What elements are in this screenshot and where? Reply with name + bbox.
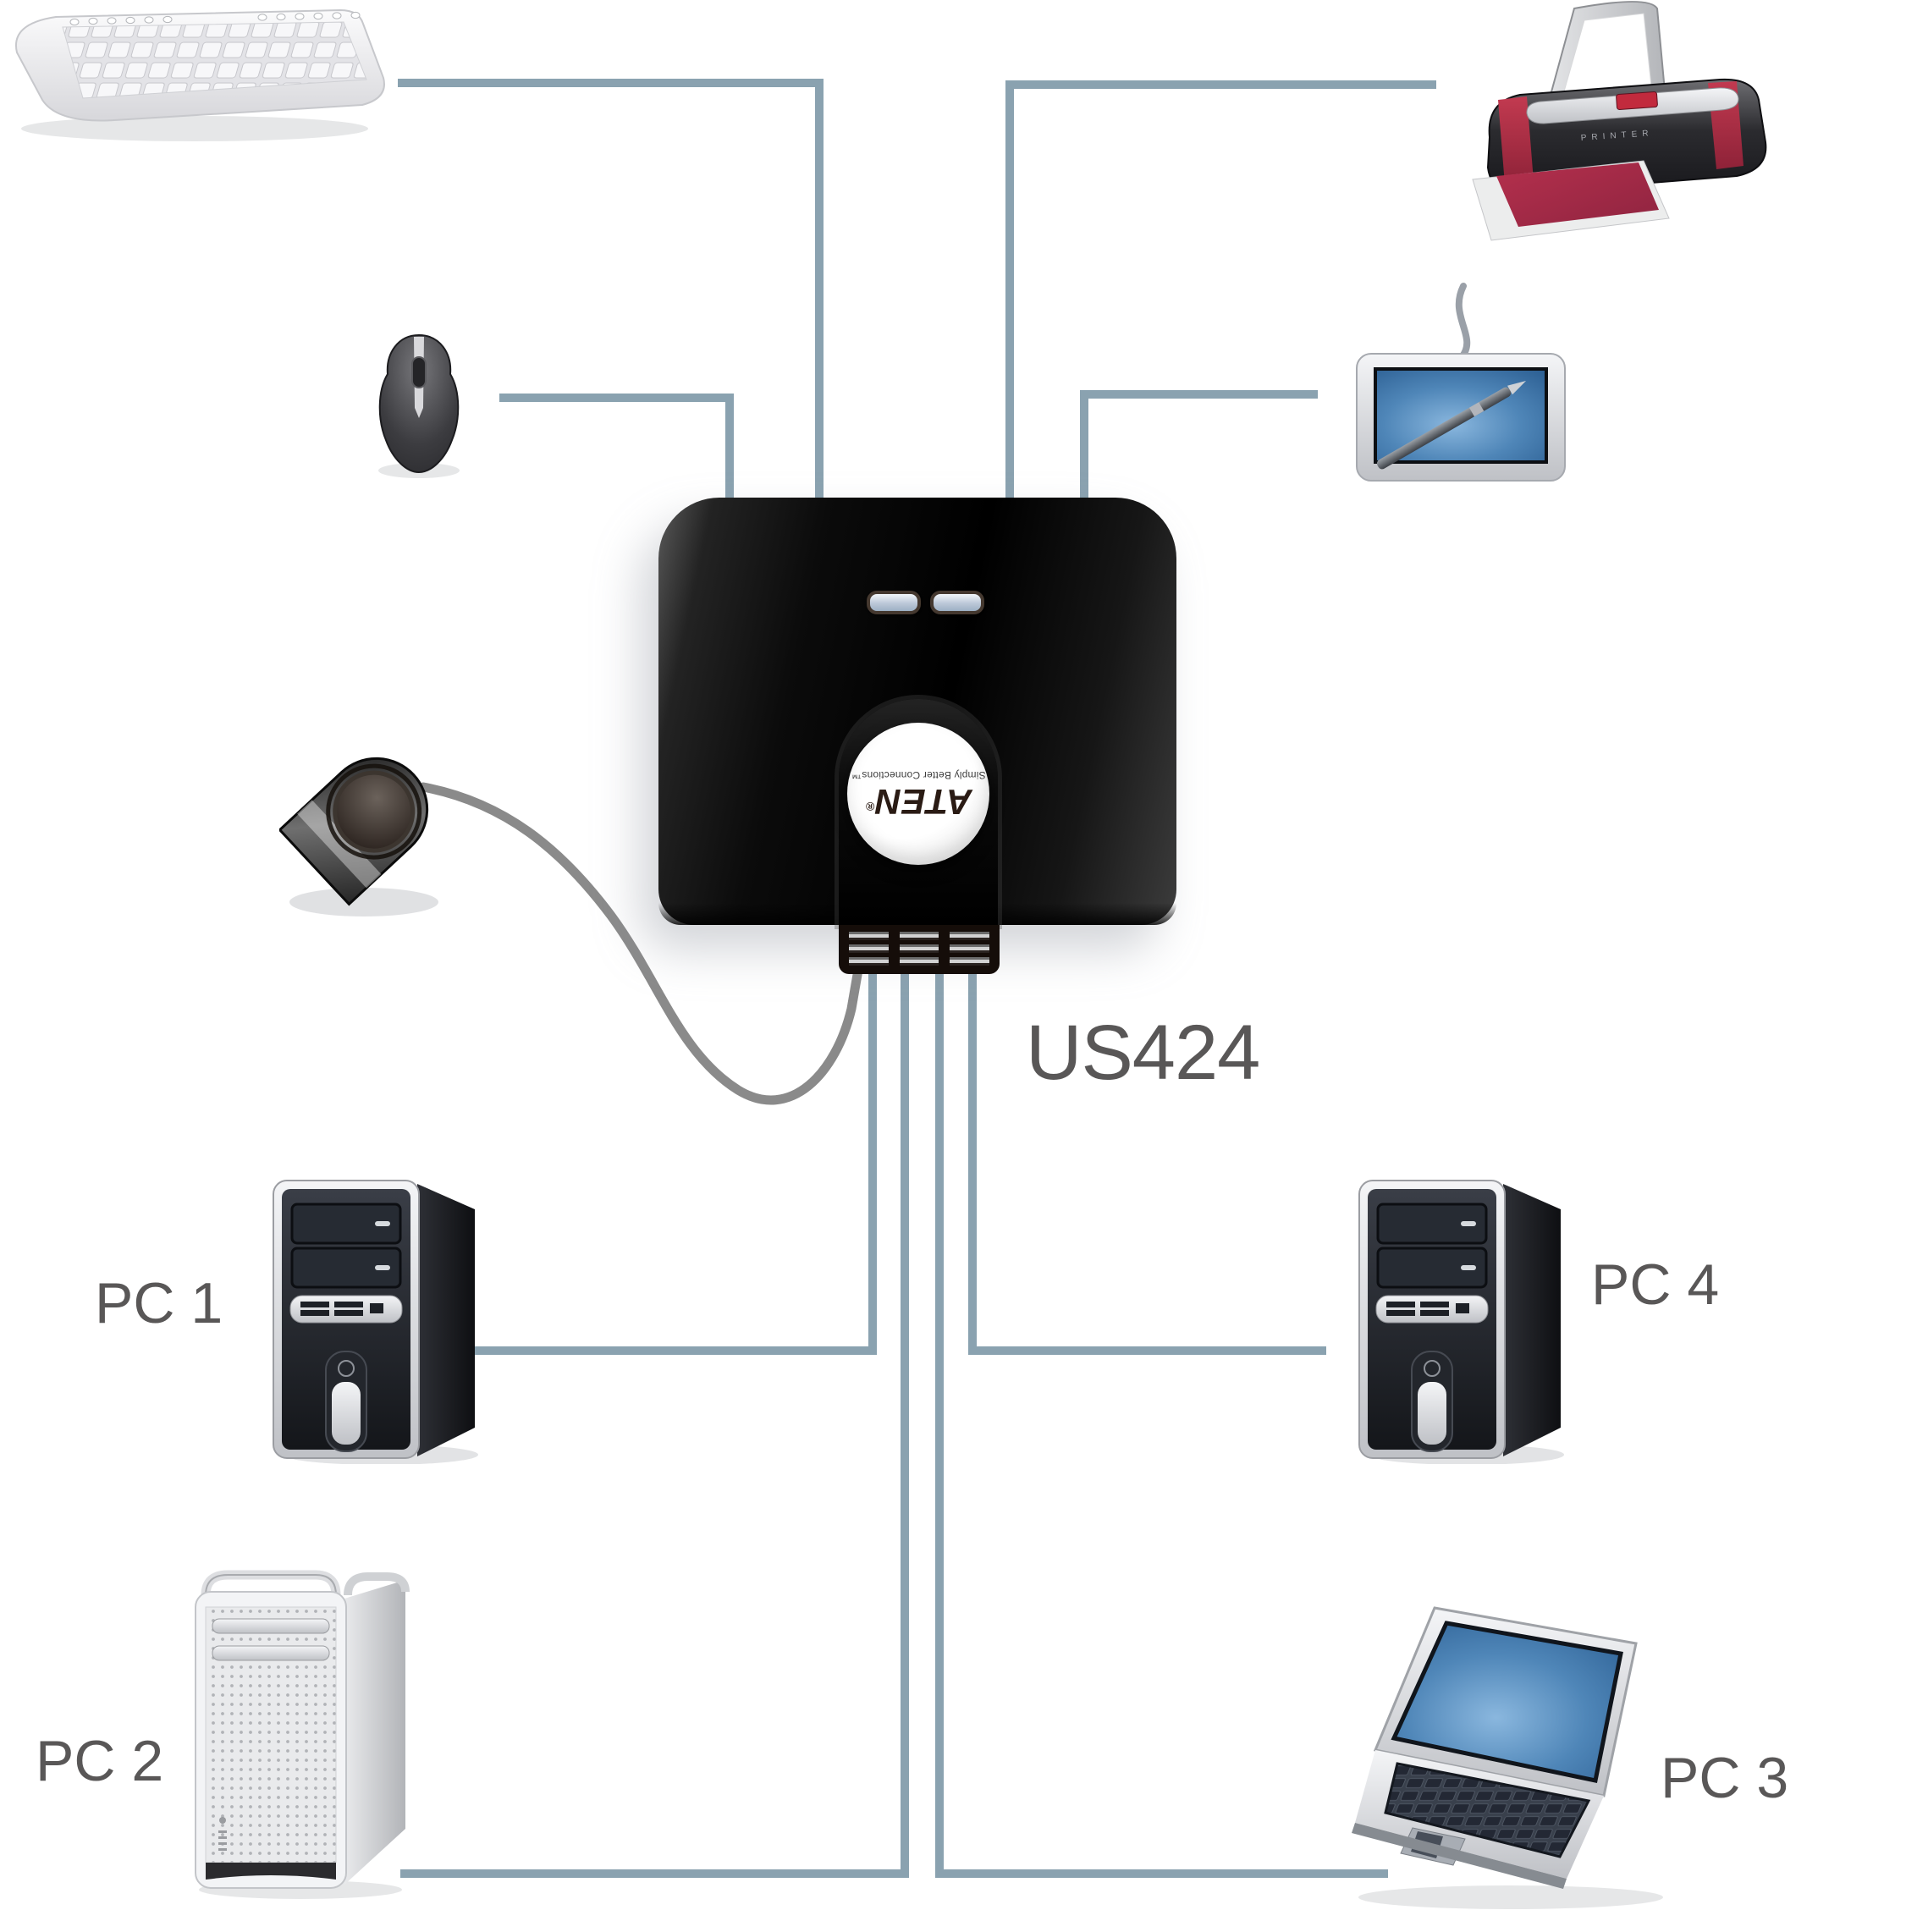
remote-select-button [333, 770, 416, 853]
pc1-label: PC 1 [95, 1271, 223, 1335]
pc2-tower-icon [190, 1570, 415, 1900]
pc3-laptop-icon [1350, 1599, 1714, 1917]
pc4-connection-line [968, 956, 1326, 1355]
printer-connection-line [1005, 80, 1436, 508]
pc3-connection-line [935, 956, 1388, 1878]
mouse-connection-line [499, 394, 734, 508]
pc4-tower-icon [1352, 1172, 1564, 1464]
tablet-connection-line [1080, 390, 1318, 508]
pc2-connection-line [400, 956, 909, 1878]
printer-icon: PRINTER [1439, 0, 1811, 254]
pc1-connection-line [474, 956, 877, 1355]
pc1-tower-icon [267, 1172, 478, 1464]
model-label: US424 [1026, 1010, 1260, 1096]
aten-logo-text: ATEN [874, 781, 972, 822]
pc3-label: PC 3 [1661, 1746, 1789, 1810]
pc4-label: PC 4 [1591, 1252, 1720, 1317]
keyboard-connection-line [398, 79, 824, 508]
aten-logo: ATEN® Simply Better Connections™ [851, 768, 986, 822]
aten-logo-tagline: Simply Better Connections™ [851, 768, 986, 781]
registered-mark: ® [864, 799, 875, 813]
aten-logo-badge: ATEN® Simply Better Connections™ [847, 723, 989, 865]
remote-port-selector-icon [279, 736, 474, 931]
switch-cable-connector [839, 925, 1000, 974]
port-led-1 [867, 591, 921, 614]
keyboard-icon [8, 0, 385, 144]
remote-cable [418, 782, 863, 1105]
port-led-2 [930, 591, 984, 614]
graphics-tablet-icon [1350, 279, 1574, 491]
mouse-icon [372, 330, 465, 481]
pc2-label: PC 2 [36, 1729, 164, 1793]
